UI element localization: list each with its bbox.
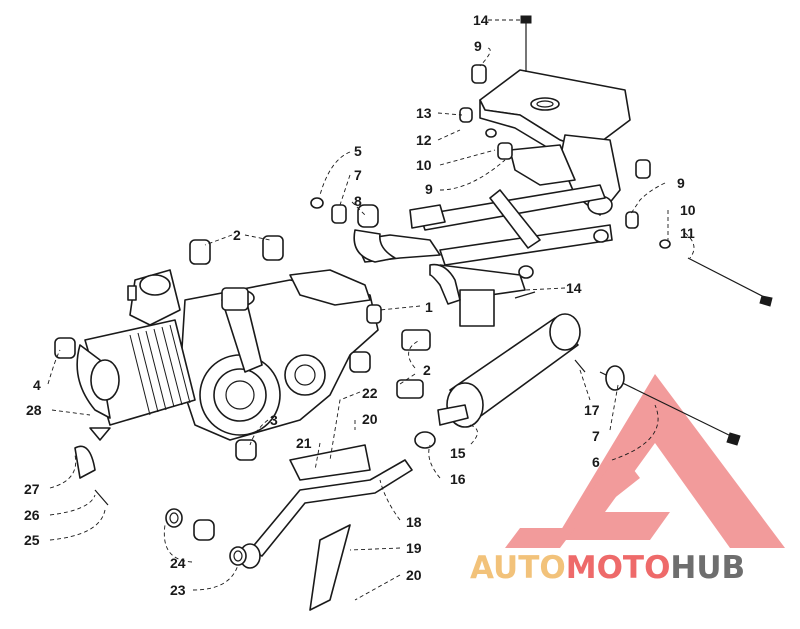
callout-24: 24 <box>170 555 186 571</box>
callout-7-top: 7 <box>354 167 362 183</box>
callout-10-right: 10 <box>680 202 696 218</box>
callout-8: 8 <box>354 193 362 209</box>
watermark-triangle <box>505 374 785 548</box>
callout-25: 25 <box>24 532 40 548</box>
callout-26: 26 <box>24 507 40 523</box>
callout-7-bottom: 7 <box>592 428 600 444</box>
callout-20-mid: 20 <box>362 411 378 427</box>
callout-2-mid: 2 <box>423 362 431 378</box>
callout-19: 19 <box>406 540 422 556</box>
callout-20-bottom: 20 <box>406 567 422 583</box>
callout-23: 23 <box>170 582 186 598</box>
callout-2-top: 2 <box>233 227 241 243</box>
exhaust-system <box>74 313 625 611</box>
watermark-logo: AUTOMOTOHUB <box>470 374 785 586</box>
callout-5: 5 <box>354 143 362 159</box>
callout-10-left: 10 <box>416 157 432 173</box>
watermark-word-auto: AUTO <box>470 550 566 586</box>
callout-1: 1 <box>425 299 433 315</box>
callout-6: 6 <box>592 454 600 470</box>
watermark-word-moto: MOTO <box>566 550 671 586</box>
callout-11: 11 <box>680 225 695 241</box>
engine-assembly <box>54 235 431 461</box>
callout-28: 28 <box>26 402 42 418</box>
leader-lines <box>47 19 695 601</box>
callout-labels: 14 9 13 12 10 9 9 10 11 5 7 8 2 1 14 2 4… <box>24 12 696 598</box>
callout-17: 17 <box>584 402 600 418</box>
callout-9-mid: 9 <box>425 181 433 197</box>
callout-4: 4 <box>33 377 41 393</box>
callout-12: 12 <box>416 132 432 148</box>
engine-mount-frame <box>310 64 671 327</box>
callout-9-top: 9 <box>474 38 482 54</box>
callout-22: 22 <box>362 385 378 401</box>
cylinder-fins <box>129 324 191 416</box>
callout-14-top: 14 <box>473 12 489 28</box>
svg-text:AUTOMOTOHUB: AUTOMOTOHUB <box>470 550 745 586</box>
watermark-word-hub: HUB <box>670 550 745 586</box>
callout-18: 18 <box>406 514 422 530</box>
callout-15: 15 <box>450 445 466 461</box>
callout-16: 16 <box>450 471 466 487</box>
callout-14-mid: 14 <box>566 280 582 296</box>
callout-3: 3 <box>270 412 278 428</box>
callout-9-right: 9 <box>677 175 685 191</box>
callout-21: 21 <box>296 435 312 451</box>
callout-27: 27 <box>24 481 40 497</box>
callout-13: 13 <box>416 105 432 121</box>
